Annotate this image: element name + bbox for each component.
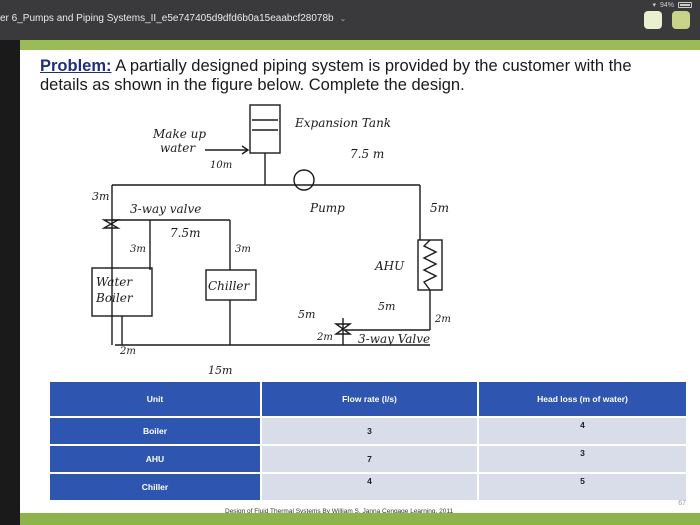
dim-2m-valve: 2m bbox=[316, 332, 333, 343]
document-title: er 6_Pumps and Piping Systems_II_e5e7474… bbox=[0, 13, 334, 24]
page-number: 67 bbox=[678, 500, 686, 507]
dim-7-5m-top: 7.5 m bbox=[350, 147, 384, 161]
table-row: AHU 7 3 bbox=[50, 446, 686, 472]
ahu-label: AHU bbox=[374, 259, 405, 273]
dim-15m: 15m bbox=[208, 364, 232, 377]
dim-10m: 10m bbox=[210, 160, 232, 171]
flow-rate: 4 bbox=[262, 474, 477, 500]
pump-shape bbox=[293, 169, 315, 191]
dim-5m-a: 5m bbox=[298, 308, 315, 321]
dim-2m-right: 2m bbox=[434, 314, 451, 325]
chiller-label: Chiller bbox=[208, 279, 251, 293]
battery-label: 94% bbox=[659, 1, 674, 9]
makeup-water-label-2: water bbox=[160, 141, 196, 155]
makeup-water-label-1: Make up bbox=[152, 127, 206, 141]
chiller-shape bbox=[205, 269, 257, 301]
data-table: Unit Flow rate (l/s) Head loss (m of wat… bbox=[48, 380, 688, 502]
problem-statement: Problem: A partially designed piping sys… bbox=[40, 57, 665, 95]
slide-footer: Design of Fluid Thermal Systems By Willi… bbox=[225, 508, 454, 515]
title-bar: ▾ 94% er 6_Pumps and Piping Systems_II_e… bbox=[0, 0, 700, 40]
flow-rate: 7 bbox=[262, 446, 477, 472]
table-row: Chiller 4 5 bbox=[50, 474, 686, 500]
water-boiler-label-1: Water bbox=[96, 275, 133, 289]
flow-rate: 3 bbox=[262, 418, 477, 444]
dim-5m-b: 5m bbox=[378, 300, 395, 313]
dim-2m-left: 2m bbox=[119, 346, 136, 357]
search-icon[interactable] bbox=[672, 11, 690, 29]
head-loss: 4 bbox=[479, 418, 686, 444]
slide: Problem: A partially designed piping sys… bbox=[20, 40, 700, 525]
dim-7-5m-mid: 7.5m bbox=[170, 226, 200, 240]
pump-label: Pump bbox=[309, 201, 345, 215]
slide-bottom-band bbox=[20, 513, 700, 525]
expansion-tank-shape bbox=[249, 104, 281, 154]
problem-text: A partially designed piping system is pr… bbox=[40, 57, 632, 94]
header-flow-rate: Flow rate (l/s) bbox=[262, 382, 477, 416]
share-icon[interactable] bbox=[644, 11, 662, 29]
expansion-tank-label: Expansion Tank bbox=[294, 116, 391, 130]
wifi-icon: ▾ bbox=[652, 2, 656, 9]
chevron-down-icon: ⌄ bbox=[339, 14, 347, 23]
three-way-valve-left-label: 3-way valve bbox=[130, 202, 201, 216]
document-title-button[interactable]: er 6_Pumps and Piping Systems_II_e5e7474… bbox=[0, 13, 346, 24]
dim-3m-a: 3m bbox=[130, 244, 146, 255]
left-three-way-valve-shape bbox=[101, 219, 121, 229]
unit-name: Boiler bbox=[50, 418, 260, 444]
slide-top-band bbox=[20, 40, 700, 50]
status-bar: ▾ 94% bbox=[652, 1, 692, 9]
header-unit: Unit bbox=[50, 382, 260, 416]
piping-sketch: Make up water Expansion Tank 10m 7.5 m 3… bbox=[91, 104, 451, 377]
table-header-row: Unit Flow rate (l/s) Head loss (m of wat… bbox=[50, 382, 686, 416]
bottom-three-way-valve-shape bbox=[333, 323, 353, 335]
dim-3m-left: 3m bbox=[92, 190, 109, 203]
unit-name: AHU bbox=[50, 446, 260, 472]
head-loss: 5 bbox=[479, 474, 686, 500]
three-way-valve-bottom-label: 3-way Valve bbox=[358, 332, 430, 346]
header-head-loss: Head loss (m of water) bbox=[479, 382, 686, 416]
water-boiler-label-2: Boiler bbox=[95, 291, 134, 305]
dim-3m-b: 3m bbox=[235, 244, 251, 255]
unit-name: Chiller bbox=[50, 474, 260, 500]
head-loss: 3 bbox=[479, 446, 686, 472]
table-row: Boiler 3 4 bbox=[50, 418, 686, 444]
dim-5m-right: 5m bbox=[430, 201, 449, 215]
battery-icon bbox=[678, 2, 692, 8]
problem-label: Problem: bbox=[40, 57, 112, 75]
